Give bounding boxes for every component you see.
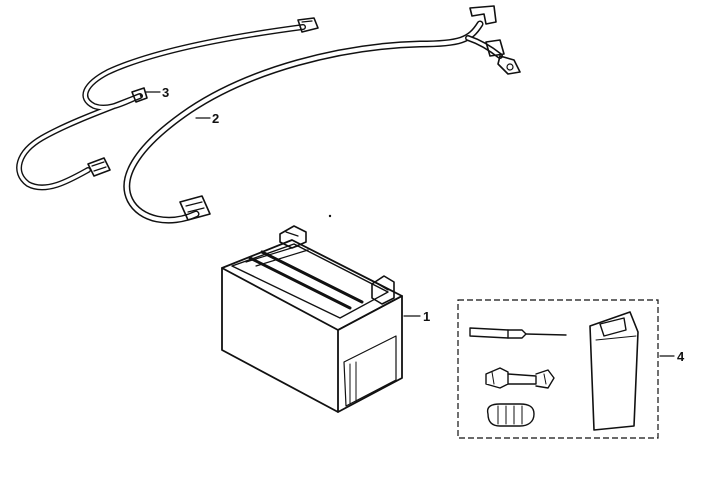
tool-bag-icon [589,311,639,431]
wire-clip [131,87,148,103]
tool-kit-part-4: 4 [457,299,685,439]
negative-cable-part-3: 3 [16,17,319,191]
speck [328,214,332,218]
wrench-icon [485,367,555,389]
battery-terminal-right [371,275,395,305]
cable-connector [179,195,211,221]
callout-1: 1 [423,309,430,324]
callout-3: 3 [162,85,169,100]
connector-plug [87,157,111,177]
callout-4: 4 [677,349,685,364]
battery-terminal-left [279,225,307,249]
mounting-bracket [469,5,497,25]
ring-terminal [497,55,521,75]
socket-icon [486,403,535,427]
kit-boundary-box [457,299,659,439]
battery-part-1: 1 [221,225,430,413]
callout-2: 2 [212,111,219,126]
fuse-holder [485,39,505,57]
positive-cable-part-2: 2 [123,5,521,224]
screwdriver-icon [469,327,567,339]
connector-terminal [297,17,319,33]
